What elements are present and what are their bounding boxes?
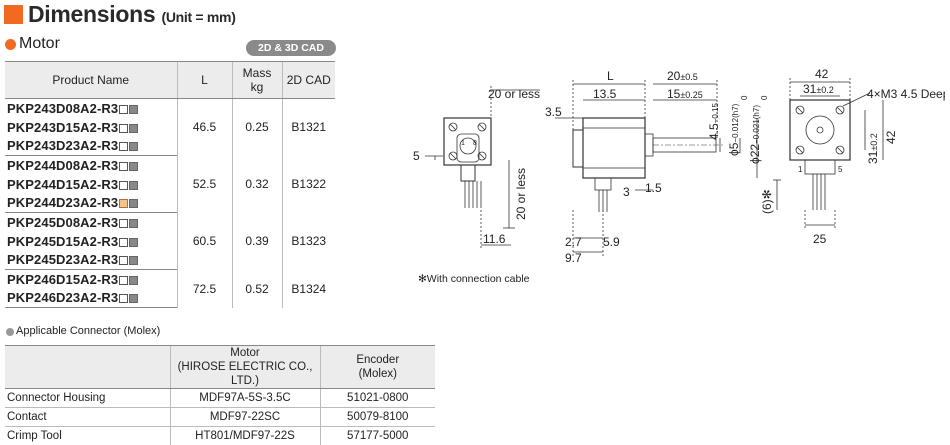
col-length: L [176, 61, 232, 99]
dim-5-9: 5.9 [603, 235, 620, 249]
section-bullet-icon [5, 39, 16, 50]
dim-9-7: 9.7 [565, 251, 582, 265]
dim-front-11-6: 11.6 [483, 232, 506, 246]
col-item [5, 345, 170, 389]
dim-1-5: 1.5 [645, 181, 662, 195]
end-view [773, 78, 884, 230]
unit-label: (Unit = mm) [161, 9, 236, 25]
col-2d-cad: 2D CAD [281, 61, 335, 99]
dim-phi5: ϕ5−0.012(h7) [727, 103, 741, 156]
product-name: PKP243D23A2-R3 [5, 136, 177, 156]
product-name: PKP245D23A2-R3 [5, 250, 177, 270]
product-name: PKP244D23A2-R3 [5, 193, 177, 213]
product-name: PKP246D15A2-R3 [5, 270, 177, 289]
tol-zero-2: 0 [760, 95, 769, 100]
product-name: PKP243D08A2-R3 [5, 99, 177, 118]
mass-value: 0.39 [231, 212, 282, 270]
tol-zero-1: 0 [740, 95, 749, 100]
product-name: PKP244D15A2-R3 [5, 175, 177, 194]
dim-L: L [607, 69, 614, 83]
pin-8-label: 8 [473, 140, 477, 147]
dim-3-5: 3.5 [545, 105, 562, 119]
cad-badge[interactable]: 2D & 3D CAD [246, 40, 336, 56]
cad-link[interactable]: B1321 [281, 98, 335, 156]
table-row: Connector Housing MDF97A-5S-3.5C 51021-0… [5, 388, 435, 408]
dim-end-25: 25 [813, 232, 827, 246]
length-value: 52.5 [176, 155, 232, 213]
dim-20-shaft: 20±0.5 [667, 69, 698, 83]
dim-front-5: 5 [413, 149, 420, 163]
product-name: PKP245D15A2-R3 [5, 232, 177, 251]
dim-end-31v: 31±0.2 [866, 133, 880, 164]
dim-front-20v: 20 or less [514, 168, 528, 220]
dim-end-31: 31±0.2 [803, 82, 834, 96]
product-name: PKP244D08A2-R3 [5, 156, 177, 175]
cad-link[interactable]: B1324 [281, 269, 335, 308]
col-motor: Motor(HIROSE ELECTRIC CO., LTD.) [169, 345, 320, 389]
header-icon [4, 5, 23, 24]
cad-link[interactable]: B1322 [281, 155, 335, 213]
side-view [555, 80, 758, 258]
mass-value: 0.32 [231, 155, 282, 213]
section-title: Motor [19, 35, 60, 52]
front-view [425, 86, 540, 250]
mass-value: 0.25 [231, 98, 282, 156]
col-encoder: Encoder(Molex) [319, 345, 435, 389]
pin-end-1: 1 [798, 165, 803, 174]
connector-table: Motor(HIROSE ELECTRIC CO., LTD.) Encoder… [5, 345, 435, 445]
product-name: PKP246D23A2-R3 [5, 288, 177, 308]
pin-1-label: 1 [461, 140, 465, 147]
dim-front-20: 20 or less [488, 87, 540, 101]
length-value: 60.5 [176, 212, 232, 270]
connector-bullet-icon [6, 328, 14, 336]
mass-value: 0.52 [231, 269, 282, 308]
dim-3: 3 [623, 185, 630, 199]
hole-spec: 4×M3 4.5 Deep [867, 87, 945, 101]
length-value: 46.5 [176, 98, 232, 156]
dim-end-42: 42 [815, 67, 829, 81]
pin-end-5: 5 [838, 165, 843, 174]
connector-title: Applicable Connector (Molex) [16, 325, 161, 337]
dim-end-42v: 42 [884, 130, 898, 144]
product-name: PKP243D15A2-R3 [5, 118, 177, 137]
page-title: Dimensions (Unit = mm) [28, 1, 236, 27]
cad-link[interactable]: B1323 [281, 212, 335, 270]
dimension-drawing: 20 or less 5 20 or less 11.6 1 8 L 13.5 … [413, 67, 945, 265]
dim-15-shaft: 15±0.25 [667, 87, 703, 101]
dim-6-cable: (6)✻ [760, 189, 774, 214]
cable-note: ✻With connection cable [418, 273, 530, 285]
dim-13-5: 13.5 [593, 87, 617, 101]
length-value: 72.5 [176, 269, 232, 308]
dim-2-7: 2.7 [565, 235, 582, 249]
table-row: Crimp Tool HT801/MDF97-22S 57177-5000 [5, 426, 435, 445]
dim-phi22: ϕ22−0.021(h7) [748, 105, 762, 164]
col-product-name: Product Name [5, 61, 177, 99]
table-row: Contact MDF97-22SC 50079-8100 [5, 407, 435, 427]
product-name: PKP245D08A2-R3 [5, 213, 177, 232]
dim-4-5: 4.5−0.15 [707, 103, 721, 140]
